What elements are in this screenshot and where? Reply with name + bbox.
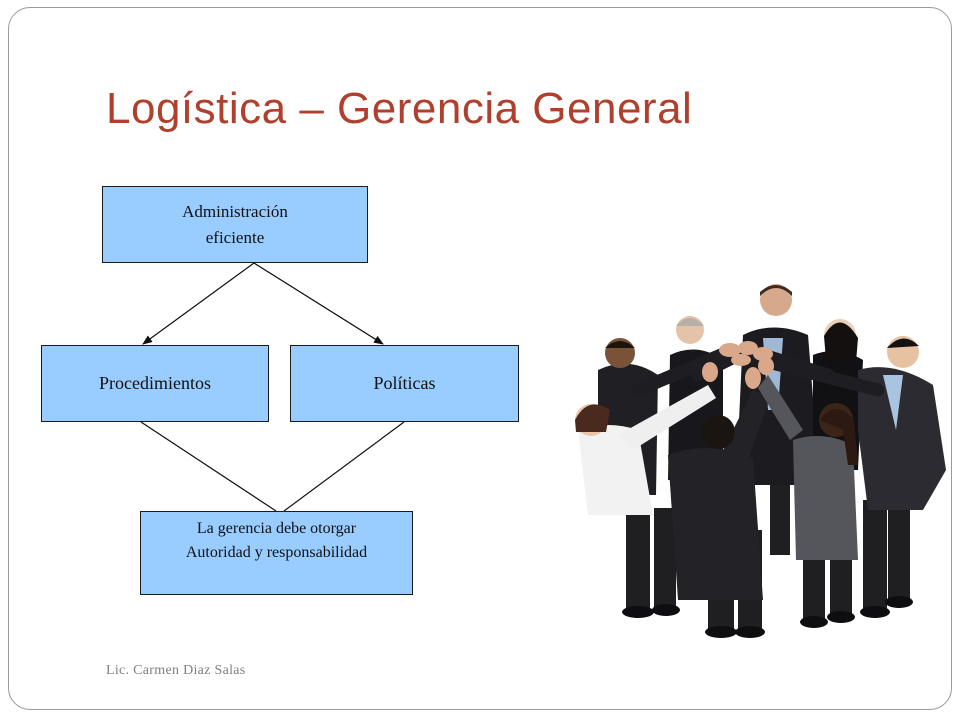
box-gerencia: La gerencia debe otorgar Autoridad y res… bbox=[140, 511, 413, 595]
box-gerencia-line2: Autoridad y responsabilidad bbox=[185, 544, 368, 561]
box-administracion-line1: Administración bbox=[182, 202, 288, 221]
box-procedimientos-label: Procedimientos bbox=[99, 373, 211, 393]
box-procedimientos: Procedimientos bbox=[41, 345, 269, 422]
box-gerencia-line1: La gerencia debe otorgar bbox=[196, 520, 357, 537]
box-administracion: Administración eficiente bbox=[102, 186, 368, 263]
slide-title: Logística – Gerencia General bbox=[106, 84, 693, 133]
box-politicas-label: Políticas bbox=[373, 373, 436, 393]
box-administracion-line2: eficiente bbox=[205, 227, 265, 247]
box-politicas: Políticas bbox=[290, 345, 519, 422]
team-huddle-photo bbox=[575, 284, 946, 638]
slide-footer: Lic. Carmen Diaz Salas bbox=[106, 663, 246, 678]
